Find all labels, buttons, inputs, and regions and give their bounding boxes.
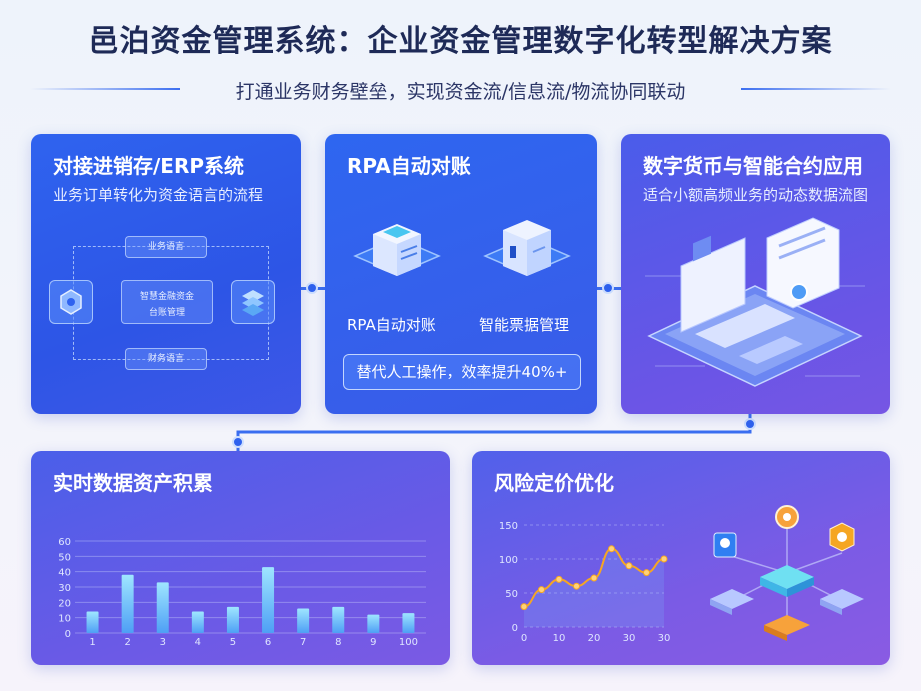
rpa-server-icon: [353, 224, 441, 276]
line-point: [660, 555, 668, 563]
page-subtitle: 打通业务财务壁垒，实现资金流/信息流/物流协同联动: [235, 81, 686, 103]
bar: [191, 611, 204, 633]
risk-network-illustration: [710, 505, 864, 641]
efficiency-badge: 替代人工操作，效率提升40%+: [343, 354, 581, 390]
card-assets: 实时数据资产积累 0 10 20 30 40 50 60 1 2 3 4 5 6 7 8 9 100: [31, 451, 450, 665]
line-xtick-label: 30: [623, 633, 636, 644]
flow-box-finance-language: 财务语言: [125, 348, 207, 370]
bar: [262, 567, 275, 633]
bar-xtick-label: 100: [399, 637, 418, 648]
line-ytick-label: 50: [505, 589, 518, 600]
card-digital-subtitle: 适合小额高频业务的动态数据流图: [643, 186, 869, 204]
card-erp-subtitle: 业务订单转化为资金语言的流程: [53, 186, 264, 204]
bar: [121, 574, 134, 633]
bar-ytick-label: 30: [58, 583, 71, 594]
subtitle-row: 打通业务财务壁垒，实现资金流/信息流/物流协同联动: [0, 74, 921, 104]
bar-xtick-label: 1: [89, 637, 95, 648]
page-title: 邑泊资金管理系统：企业资金管理数字化转型解决方案: [88, 24, 833, 59]
card-rpa: RPA自动对账 RPA自动对账 智能票据管理 替代人工操作，效率提升40%+: [325, 134, 597, 414]
bar-ytick-label: 10: [58, 614, 71, 625]
subtitle-line-left: [30, 88, 180, 90]
card-digital-title: 数字货币与智能合约应用: [643, 154, 863, 178]
line-point: [643, 569, 650, 577]
card-rpa-title: RPA自动对账: [347, 154, 471, 178]
line-ytick-label: 0: [512, 623, 518, 634]
bar-xtick-label: 9: [370, 637, 376, 648]
line-point: [520, 603, 528, 611]
bar-xtick-label: 4: [195, 637, 201, 648]
connector-dot: [602, 282, 614, 294]
bar-ytick-label: 20: [58, 598, 71, 609]
card-erp: 对接进销存/ERP系统 业务订单转化为资金语言的流程 业务语言 智慧金融资金 台…: [31, 134, 301, 414]
bar-xtick-label: 8: [335, 637, 341, 648]
bar: [226, 606, 239, 633]
bar-ytick-label: 40: [58, 568, 71, 579]
flow-box-business-language: 业务语言: [125, 236, 207, 258]
bar-ytick-label: 50: [58, 552, 71, 563]
line-xtick-label: 0: [521, 633, 527, 644]
bar: [367, 614, 380, 633]
line-ytick-label: 150: [499, 521, 518, 532]
card-assets-title: 实时数据资产积累: [53, 471, 213, 495]
flow-center-line2: 台账管理: [148, 308, 185, 318]
card-erp-title: 对接进销存/ERP系统: [53, 154, 245, 178]
bar-xtick-label: 7: [300, 637, 306, 648]
flow-center-line1: 智慧金融资金: [139, 292, 194, 302]
bar: [332, 606, 345, 633]
subtitle-line-right: [741, 88, 891, 90]
line-point: [608, 545, 615, 553]
bar: [86, 611, 99, 633]
risk-line-chart: 0 50 100 150 0 10 20 30 30: [499, 521, 671, 644]
bar-xtick-label: 5: [230, 637, 236, 648]
asset-bar-chart: 0 10 20 30 40 50 60 1 2 3 4 5 6 7 8 9 100: [58, 537, 426, 648]
rpa-item-label: RPA自动对账: [347, 316, 436, 334]
bar-xtick-label: 6: [265, 637, 271, 648]
line-point: [538, 586, 545, 594]
bar-xtick-label: 2: [124, 637, 130, 648]
card-risk-title: 风险定价优化: [494, 471, 614, 495]
connector-dot: [306, 282, 318, 294]
erp-system-icon: [49, 280, 93, 324]
finance-stack-icon: [231, 280, 275, 324]
card-digital: 数字货币与智能合约应用 适合小额高频业务的动态数据流图: [621, 134, 890, 414]
line-xtick-label: 30: [658, 633, 671, 644]
bar: [297, 608, 310, 633]
line-xtick-label: 20: [588, 633, 601, 644]
bar-xtick-label: 3: [160, 637, 166, 648]
line-point: [573, 582, 580, 590]
smart-contract-illustration: [645, 217, 865, 387]
bill-item-label: 智能票据管理: [479, 316, 570, 334]
line-point: [625, 562, 633, 570]
line-point: [555, 575, 563, 583]
bar: [156, 582, 169, 633]
bar-ytick-label: 60: [58, 537, 71, 548]
line-xtick-label: 10: [553, 633, 566, 644]
line-point: [590, 574, 598, 582]
bar: [402, 613, 415, 633]
line-ytick-label: 100: [499, 555, 518, 566]
card-risk: 风险定价优化 0 50 100 150 0 10 20 30 30: [472, 451, 890, 665]
flow-box-center: 智慧金融资金 台账管理: [121, 280, 213, 324]
bill-management-icon: [483, 220, 571, 276]
bar-ytick-label: 0: [65, 629, 71, 640]
